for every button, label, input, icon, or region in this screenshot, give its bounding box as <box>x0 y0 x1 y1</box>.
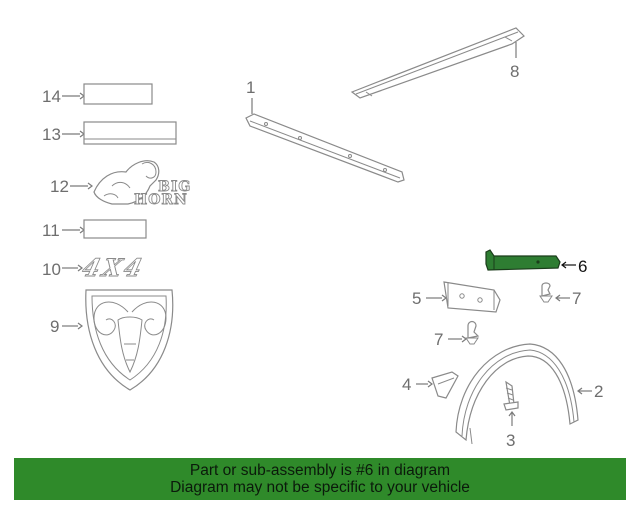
part-13-nameplate[interactable] <box>83 121 177 145</box>
part-7-clip-left[interactable] <box>465 320 480 345</box>
banner-line-2: Diagram may not be specific to your vehi… <box>170 479 470 496</box>
part-11-nameplate[interactable] <box>83 219 147 239</box>
part-12-bighorn-badge[interactable]: BIG HORN <box>93 160 191 208</box>
callout-8[interactable]: 8 <box>510 62 519 81</box>
part-6-bracket-highlighted[interactable] <box>485 249 561 271</box>
callout-13[interactable]: 13 <box>42 125 61 144</box>
callout-12[interactable]: 12 <box>50 177 69 196</box>
part-1-molding[interactable] <box>245 113 405 183</box>
callout-5[interactable]: 5 <box>412 289 421 308</box>
callout-4[interactable]: 4 <box>402 375 411 394</box>
part-3-screw[interactable] <box>503 380 519 411</box>
part-9-ram-emblem[interactable] <box>85 289 174 391</box>
callout-1[interactable]: 1 <box>246 78 255 97</box>
part-5-bracket[interactable] <box>443 281 501 313</box>
callout-11[interactable]: 11 <box>42 221 60 240</box>
callout-2[interactable]: 2 <box>594 382 603 401</box>
callout-6[interactable]: 6 <box>578 257 587 276</box>
callout-7-left[interactable]: 7 <box>434 330 443 349</box>
part-8-molding[interactable] <box>350 27 525 99</box>
badge-big-text: BIG <box>158 179 191 195</box>
part-info-banner: Part or sub-assembly is #6 in diagram Di… <box>14 458 626 500</box>
callout-3[interactable]: 3 <box>506 431 515 450</box>
callout-10[interactable]: 10 <box>42 260 61 279</box>
callout-7-right[interactable]: 7 <box>572 289 581 308</box>
part-10-4x4-badge[interactable]: 4X4 <box>79 253 148 282</box>
callout-14[interactable]: 14 <box>42 87 61 106</box>
part-7-clip-right[interactable] <box>539 282 553 303</box>
callout-9[interactable]: 9 <box>50 317 59 336</box>
part-14-nameplate[interactable] <box>83 83 153 105</box>
part-4-bracket[interactable] <box>431 371 459 399</box>
part-2-wheel-flare[interactable] <box>455 343 579 445</box>
badge-horn-text: HORN <box>134 192 188 208</box>
banner-line-1: Part or sub-assembly is #6 in diagram <box>189 462 451 479</box>
